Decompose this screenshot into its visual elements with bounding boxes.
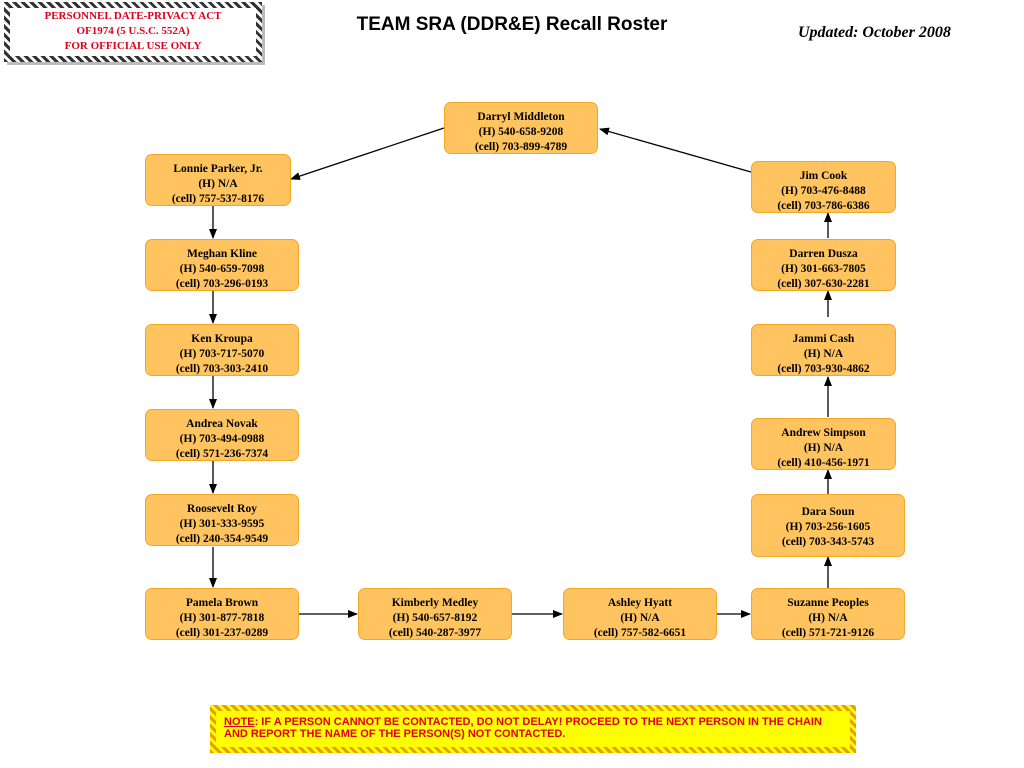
home-phone: (H) 703-256-1605: [785, 521, 871, 533]
home-phone: (H) N/A: [198, 178, 238, 190]
person-meghan-kline: Meghan Kline (H) 540-659-7098 (cell) 703…: [145, 239, 299, 291]
instruction-note: NOTE: IF A PERSON CANNOT BE CONTACTED, D…: [210, 705, 856, 753]
home-phone: (H) N/A: [808, 612, 848, 624]
person-name: Dara Soun: [801, 506, 855, 518]
cell-phone: (cell) 757-537-8176: [171, 193, 265, 205]
person-name: Darren Dusza: [789, 248, 858, 260]
person-dara-soun: Dara Soun (H) 703-256-1605 (cell) 703-34…: [751, 494, 905, 557]
person-name: Kimberly Medley: [391, 597, 479, 609]
home-phone: (H) 301-663-7805: [781, 263, 866, 275]
page-title: TEAM SRA (DDR&E) Recall Roster: [356, 14, 668, 35]
person-pamela-brown: Pamela Brown (H) 301-877-7818 (cell) 301…: [145, 588, 299, 640]
privacy-act-notice: PERSONNEL DATE-PRIVACY ACT OF1974 (5 U.S…: [4, 2, 262, 62]
cell-phone: (cell) 410-456-1971: [777, 457, 870, 469]
home-phone: (H) N/A: [803, 442, 844, 454]
person-name: Ken Kroupa: [191, 333, 253, 345]
home-phone: (H) N/A: [620, 612, 660, 624]
cell-phone: (cell) 307-630-2281: [777, 278, 870, 290]
home-phone: (H) N/A: [803, 348, 844, 360]
note-text: : IF A PERSON CANNOT BE CONTACTED, DO NO…: [224, 716, 822, 740]
cell-phone: (cell) 703-343-5743: [781, 536, 875, 548]
home-phone: (H) 540-659-7098: [179, 263, 265, 275]
person-darryl-middleton: Darryl Middleton (H) 540-658-9208 (cell)…: [444, 102, 598, 154]
person-jim-cook: Jim Cook (H) 703-476-8488 (cell) 703-786…: [751, 161, 896, 213]
arrow-cook-to-middleton: [599, 127, 752, 173]
cell-phone: (cell) 703-296-0193: [175, 278, 269, 290]
person-name: Meghan Kline: [187, 248, 257, 260]
person-jammi-cash: Jammi Cash (H) N/A (cell) 703-930-4862: [751, 324, 896, 376]
person-lonnie-parker: Lonnie Parker, Jr. (H) N/A (cell) 757-53…: [145, 154, 291, 206]
person-name: Pamela Brown: [185, 597, 259, 609]
person-andrew-simpson: Andrew Simpson (H) N/A (cell) 410-456-19…: [751, 418, 896, 470]
cell-phone: (cell) 703-899-4789: [474, 141, 568, 153]
privacy-notice-line-3: FOR OFFICIAL USE ONLY: [64, 40, 202, 52]
privacy-notice-line-2: OF1974 (5 U.S.C. 552A): [76, 25, 190, 37]
home-phone: (H) 540-658-9208: [478, 126, 564, 138]
cell-phone: (cell) 703-303-2410: [175, 363, 269, 375]
person-name: Roosevelt Roy: [187, 503, 257, 515]
home-phone: (H) 703-717-5070: [179, 348, 265, 360]
person-andrea-novak: Andrea Novak (H) 703-494-0988 (cell) 571…: [145, 409, 299, 461]
cell-phone: (cell) 540-287-3977: [388, 627, 482, 639]
person-ken-kroupa: Ken Kroupa (H) 703-717-5070 (cell) 703-3…: [145, 324, 299, 376]
person-name: Jammi Cash: [792, 333, 855, 345]
cell-phone: (cell) 240-354-9549: [175, 533, 269, 545]
person-suzanne-peoples: Suzanne Peoples (H) N/A (cell) 571-721-9…: [751, 588, 905, 640]
person-name: Darryl Middleton: [477, 111, 565, 123]
home-phone: (H) 703-476-8488: [781, 185, 866, 197]
cell-phone: (cell) 703-786-6386: [777, 200, 870, 212]
person-name: Ashley Hyatt: [607, 597, 673, 609]
cell-phone: (cell) 571-236-7374: [175, 448, 269, 460]
cell-phone: (cell) 571-721-9126: [781, 627, 875, 639]
note-lead: NOTE: [224, 716, 255, 728]
person-name: Suzanne Peoples: [787, 597, 869, 609]
home-phone: (H) 540-657-8192: [392, 612, 478, 624]
home-phone: (H) 703-494-0988: [179, 433, 265, 445]
privacy-notice-line-1: PERSONNEL DATE-PRIVACY ACT: [44, 10, 222, 22]
home-phone: (H) 301-333-9595: [179, 518, 265, 530]
person-darren-dusza: Darren Dusza (H) 301-663-7805 (cell) 307…: [751, 239, 896, 291]
cell-phone: (cell) 301-237-0289: [175, 627, 269, 639]
person-name: Andrew Simpson: [781, 427, 866, 439]
person-name: Jim Cook: [799, 170, 848, 182]
person-ashley-hyatt: Ashley Hyatt (H) N/A (cell) 757-582-6651: [563, 588, 717, 640]
person-kimberly-medley: Kimberly Medley (H) 540-657-8192 (cell) …: [358, 588, 512, 640]
person-roosevelt-roy: Roosevelt Roy (H) 301-333-9595 (cell) 24…: [145, 494, 299, 546]
arrow-middleton-to-parker: [290, 127, 445, 180]
person-name: Lonnie Parker, Jr.: [173, 163, 263, 175]
person-name: Andrea Novak: [186, 418, 258, 430]
home-phone: (H) 301-877-7818: [179, 612, 265, 624]
cell-phone: (cell) 757-582-6651: [593, 627, 687, 639]
updated-date: Updated: October 2008: [798, 24, 951, 41]
cell-phone: (cell) 703-930-4862: [777, 363, 870, 375]
